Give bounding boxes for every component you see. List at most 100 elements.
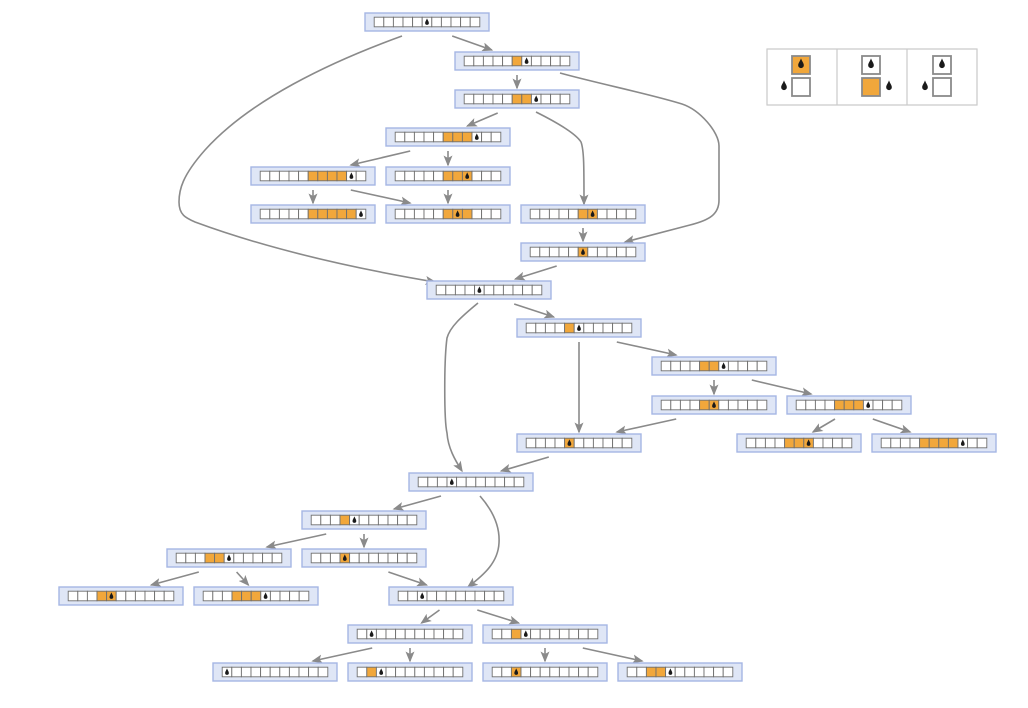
transition-edge	[466, 495, 500, 588]
tape-cell-empty	[464, 590, 476, 602]
tape-cell-empty	[554, 322, 566, 334]
tape-cell-empty	[433, 208, 444, 220]
transition-edge	[311, 647, 373, 664]
tape-cell-empty	[679, 360, 691, 372]
tape-cell-empty	[976, 437, 988, 449]
tape-cell-filled	[442, 170, 454, 182]
tape-cell-empty	[872, 399, 884, 411]
tape-cell-empty	[583, 437, 594, 449]
tape-cell-empty	[568, 208, 579, 220]
tape-cell-empty	[670, 360, 681, 372]
tape-cell-empty	[513, 476, 525, 488]
tape-cell-empty	[463, 93, 475, 105]
tape-cell-empty	[144, 590, 156, 602]
tape-cell-empty	[795, 399, 807, 411]
tape-cell-empty	[621, 437, 633, 449]
tape-cell-empty	[426, 590, 438, 602]
tape-cell-empty	[502, 55, 513, 67]
tape-cell-empty	[397, 590, 409, 602]
tape-cell-empty	[358, 552, 370, 564]
tape-cell-filled	[577, 208, 589, 220]
tape-cell-empty	[298, 208, 309, 220]
tape-cell-empty	[737, 360, 749, 372]
tape-cell-empty	[385, 666, 397, 678]
tape-cell-empty	[464, 284, 476, 296]
transition-edge	[236, 571, 250, 587]
transition-edge	[465, 112, 499, 127]
tape-cell-filled	[96, 590, 108, 602]
tape-cell-empty	[544, 437, 556, 449]
tape-cell-empty	[522, 284, 533, 296]
tape-cell-empty	[592, 437, 604, 449]
tape-cell-empty	[413, 170, 425, 182]
tape-cell-empty	[67, 590, 79, 602]
tape-cell-filled	[511, 93, 523, 105]
tape-cell-empty	[530, 628, 541, 640]
tape-cell-empty	[490, 170, 502, 182]
tape-cell-empty	[554, 437, 566, 449]
tape-cell-empty	[559, 93, 571, 105]
transition-edge	[751, 379, 813, 397]
tape-cell-empty	[77, 590, 88, 602]
state-node-s16	[516, 433, 642, 453]
tape-cell-empty	[713, 666, 724, 678]
tape-cell-empty	[625, 246, 637, 258]
tape-cell-filled	[461, 131, 473, 143]
transition-edge	[872, 418, 912, 434]
tape-cell-empty	[558, 666, 570, 678]
state-node-s24	[193, 586, 319, 606]
tape-cell-empty	[967, 437, 978, 449]
tape-cell-empty	[880, 437, 892, 449]
tape-cell-filled	[928, 437, 940, 449]
state-node-s17	[736, 433, 862, 453]
tape-cell-filled	[853, 399, 864, 411]
state-node-s11	[426, 280, 552, 300]
transition-edge	[499, 456, 550, 473]
tape-cell-empty	[890, 437, 901, 449]
transition-edge	[149, 571, 200, 587]
tape-cell-empty	[358, 514, 370, 526]
tape-cell-empty	[520, 666, 532, 678]
state-node-s03	[454, 89, 580, 109]
tape-cell-empty	[674, 666, 686, 678]
tape-cell-empty	[909, 437, 921, 449]
tape-cell-empty	[693, 666, 705, 678]
tape-cell-empty	[385, 628, 397, 640]
tape-cell-empty	[756, 399, 768, 411]
tape-cell-empty	[592, 322, 604, 334]
tape-cell-empty	[525, 322, 537, 334]
tape-cell-empty	[368, 514, 379, 526]
tape-cell-empty	[502, 93, 513, 105]
tape-cell-filled	[326, 170, 338, 182]
tape-cell-empty	[703, 666, 715, 678]
tape-cell-empty	[194, 552, 206, 564]
tape-cell-empty	[484, 590, 495, 602]
tape-cell-empty	[445, 590, 457, 602]
tape-cell-empty	[764, 437, 776, 449]
tape-cell-empty	[402, 16, 414, 28]
tape-cell-filled	[510, 628, 522, 640]
tape-cell-empty	[413, 131, 425, 143]
tape-cell-empty	[882, 399, 893, 411]
rule-1	[781, 55, 811, 97]
tape-cell-empty	[573, 437, 585, 449]
tape-cell-empty	[163, 590, 175, 602]
tape-cell-empty	[596, 246, 608, 258]
tape-cell-filled	[326, 208, 338, 220]
tape-cell-empty	[558, 628, 570, 640]
tape-cell-empty	[549, 628, 560, 640]
tape-cell-empty	[745, 437, 757, 449]
tape-cell-empty	[474, 590, 486, 602]
state-node-s18	[871, 433, 997, 453]
tape-cell-empty	[455, 590, 466, 602]
transition-edge	[616, 341, 678, 358]
tape-cell-empty	[548, 246, 560, 258]
tape-cell-empty	[185, 552, 196, 564]
tape-cell-empty	[891, 399, 903, 411]
tape-cell-empty	[125, 590, 136, 602]
tape-cell-empty	[602, 437, 614, 449]
tape-cell-empty	[404, 628, 416, 640]
tape-cell-filled	[793, 437, 805, 449]
tape-cell-empty	[484, 476, 496, 488]
tape-cell-empty	[621, 322, 633, 334]
